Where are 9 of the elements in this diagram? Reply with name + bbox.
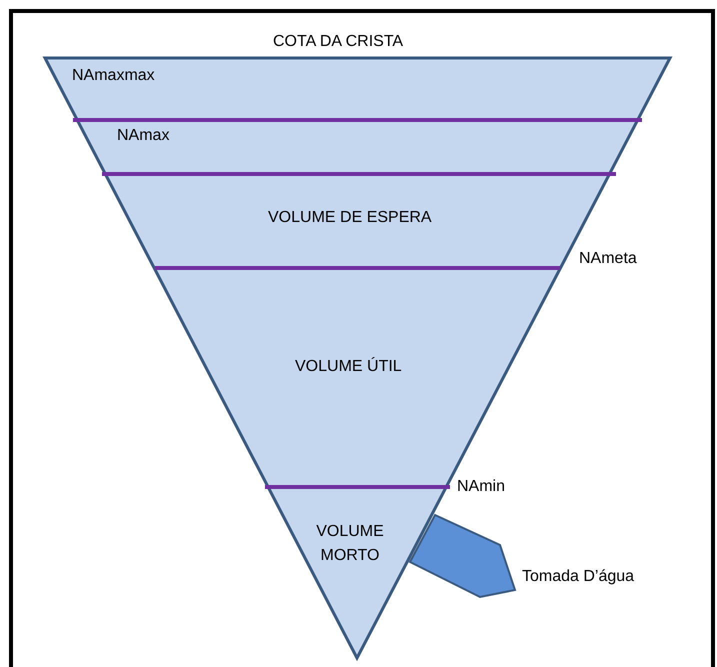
volume-label: VOLUME ÚTIL [295,357,402,377]
level-label: NAmax [117,126,170,146]
level-label: NAmaxmax [72,66,155,86]
volume-label: VOLUME MORTO [315,522,385,566]
level-label: NAmin [457,477,506,497]
intake-label: Tomada D’água [522,567,634,587]
volume-label: VOLUME DE ESPERA [268,208,432,228]
level-label: NAmeta [579,249,637,269]
crest-level-label: COTA DA CRISTA [273,32,404,52]
